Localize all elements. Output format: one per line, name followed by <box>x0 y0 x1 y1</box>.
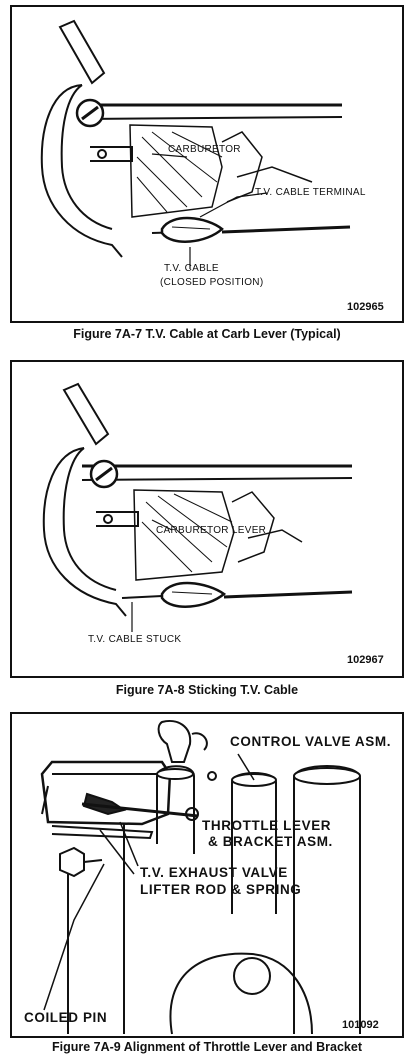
label-tv-cable-terminal: T.V. CABLE TERMINAL <box>255 187 366 198</box>
label-lifter-rod-spring: LIFTER ROD & SPRING <box>140 882 302 897</box>
label-throttle-lever: THROTTLE LEVER <box>202 818 332 833</box>
figure-7a-7-caption: Figure 7A-7 T.V. Cable at Carb Lever (Ty… <box>73 327 341 341</box>
carb-lever-illustration <box>40 19 351 269</box>
figure-number: 102965 <box>347 301 384 313</box>
sticking-cable-illustration <box>42 382 353 632</box>
figure-number: 102967 <box>347 654 384 666</box>
figure-7a-9-caption: Figure 7A-9 Alignment of Throttle Lever … <box>51 1040 362 1054</box>
figure-7a-9-panel: CONTROL VALVE ASM. THROTTLE LEVER & BRAC… <box>10 712 404 1038</box>
label-carburetor-lever: CARBURETOR LEVER <box>156 525 267 536</box>
label-control-valve-asm: CONTROL VALVE ASM. <box>230 734 392 749</box>
label-bracket-asm: & BRACKET ASM. <box>208 834 333 849</box>
label-closed-position: (CLOSED POSITION) <box>160 277 264 288</box>
throttle-lever-illustration <box>40 720 361 1035</box>
label-tv-exhaust-valve: T.V. EXHAUST VALVE <box>140 865 288 880</box>
figure-7a-7-panel: CARBURETOR T.V. CABLE TERMINAL T.V. CABL… <box>10 5 404 323</box>
figure-7a-8-panel: CARBURETOR LEVER T.V. CABLE STUCK 102967 <box>10 360 404 678</box>
label-carburetor: CARBURETOR <box>168 144 241 155</box>
figure-7a-8-caption: Figure 7A-8 Sticking T.V. Cable <box>115 683 299 697</box>
label-tv-cable-stuck: T.V. CABLE STUCK <box>88 634 182 645</box>
label-tv-cable: T.V. CABLE <box>164 263 219 274</box>
figure-number: 101092 <box>342 1019 379 1031</box>
label-coiled-pin: COILED PIN <box>24 1010 108 1025</box>
